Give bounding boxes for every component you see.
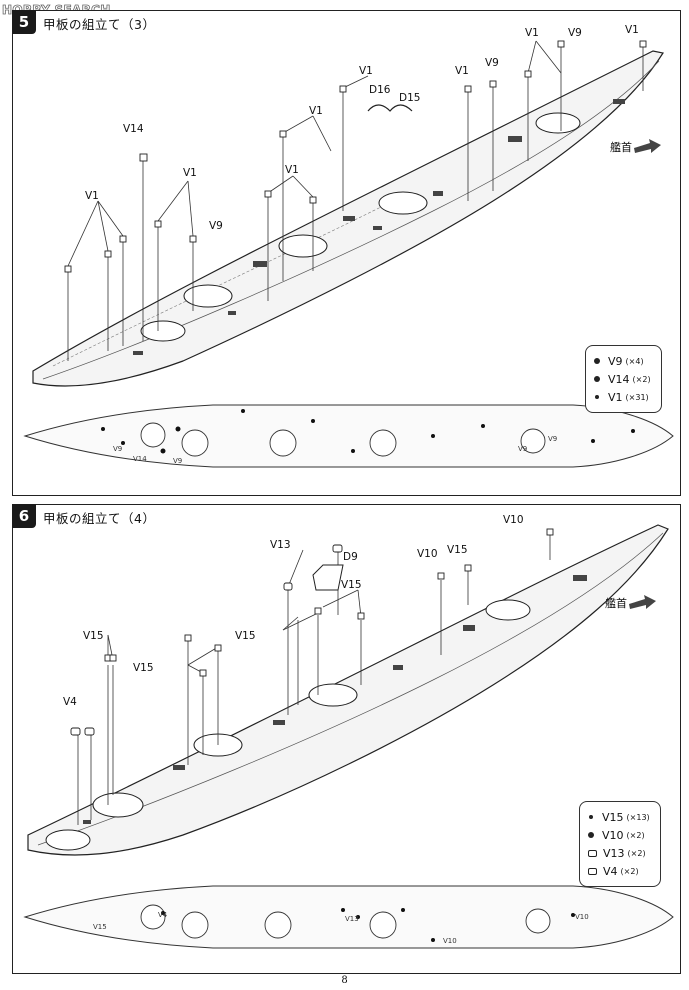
step-number: 5	[12, 10, 36, 34]
callout-label: V15	[235, 630, 256, 642]
step-5-illustration: V1 V14 V1 V9 V1 V1 V1 D16 D15 V1 V9 V1 V…	[23, 24, 674, 468]
callout-label: V1	[625, 24, 639, 36]
deck-plan-view	[23, 404, 674, 468]
parts-legend: V9(×4) V14(×2) V1(×31)	[585, 345, 662, 413]
callout-label: V1	[183, 167, 197, 179]
bow-direction: 艦首	[605, 595, 657, 611]
callout-label: V9	[209, 220, 223, 232]
callout-label: V1	[285, 164, 299, 176]
parts-legend: V15(×13) V10(×2) V13(×2) V4(×2)	[579, 801, 661, 887]
step-6-illustration: V13 D9 V10 V15 V10 V15 V15 V15 V15 V4 V4…	[23, 514, 674, 949]
legend-row: V1(×31)	[594, 388, 651, 406]
callout-label: V4	[63, 696, 77, 708]
callout-label: V15	[133, 662, 154, 674]
assembly-step-6: 6 甲板の組立て（4）	[12, 504, 681, 974]
callout-label: V1	[525, 27, 539, 39]
callout-label: V9	[568, 27, 582, 39]
plan-label: V9	[113, 445, 122, 453]
plan-label: V10	[575, 913, 589, 921]
callout-label: V10	[417, 548, 438, 560]
callout-label: V1	[85, 190, 99, 202]
callout-label: V15	[447, 544, 468, 556]
page-number: 8	[341, 975, 348, 986]
arrow-right-icon	[634, 139, 661, 153]
callout-label: V15	[83, 630, 104, 642]
bow-label: 艦首	[605, 597, 627, 610]
dot-icon	[588, 832, 594, 838]
callout-label: V9	[485, 57, 499, 69]
step-title: 甲板の組立て（4）	[43, 511, 156, 526]
turret-barbette	[45, 599, 531, 851]
assembly-step-5: 5 甲板の組立て（3）	[12, 10, 681, 496]
arrow-right-icon	[629, 595, 656, 609]
step-number: 6	[12, 504, 36, 528]
part-icon	[588, 849, 597, 857]
callout-label: V15	[341, 579, 362, 591]
legend-row: V10(×2)	[588, 826, 650, 844]
plan-label: V13	[345, 915, 359, 923]
callout-label: V10	[503, 514, 524, 526]
callout-label: V14	[123, 123, 144, 135]
legend-row: V9(×4)	[594, 352, 651, 370]
callout-label: V1	[309, 105, 323, 117]
bow-label: 艦首	[610, 141, 632, 154]
plan-label: V9	[173, 457, 182, 465]
plan-label: V9	[518, 445, 527, 453]
legend-row: V13(×2)	[588, 844, 650, 862]
bow-direction: 艦首	[610, 139, 662, 155]
turret-barbette	[140, 112, 581, 342]
plan-label: V15	[93, 923, 107, 931]
legend-row: V15(×13)	[588, 808, 650, 826]
small-dot-icon	[589, 815, 593, 819]
callout-label: D16	[369, 84, 391, 96]
small-dot-icon	[595, 395, 599, 399]
legend-row: V14(×2)	[594, 370, 651, 388]
legend-row: V4(×2)	[588, 862, 650, 880]
part-icon	[588, 867, 597, 875]
dot-icon	[594, 376, 600, 382]
callout-label: V1	[359, 65, 373, 77]
callout-label: V1	[455, 65, 469, 77]
plan-label: V9	[548, 435, 557, 443]
callout-label: D9	[343, 551, 358, 563]
dot-icon	[594, 358, 600, 364]
plan-label: V10	[443, 937, 457, 945]
plan-label: V14	[133, 455, 147, 463]
callout-label: D15	[399, 92, 420, 104]
step-title: 甲板の組立て（3）	[43, 17, 156, 32]
plan-label: V4	[158, 911, 168, 919]
callout-label: V13	[270, 539, 291, 551]
